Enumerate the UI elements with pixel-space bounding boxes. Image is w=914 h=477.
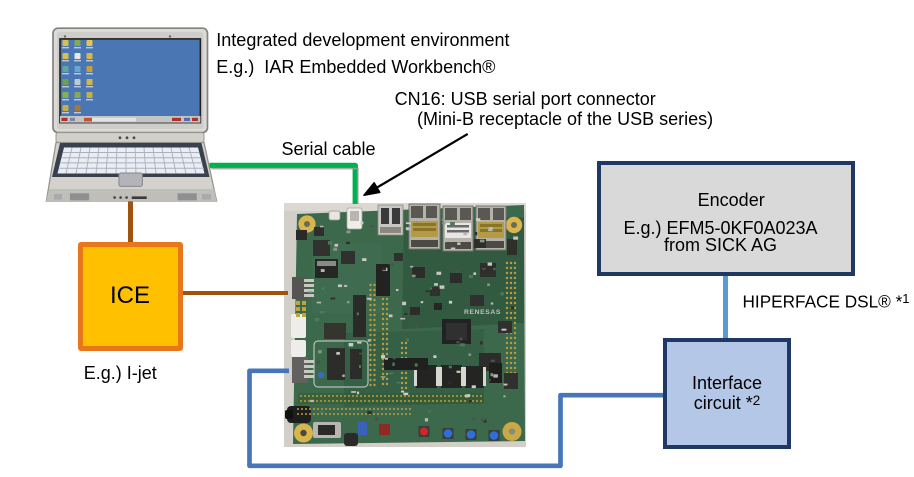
svg-text:RENESAS: RENESAS [464,309,501,316]
